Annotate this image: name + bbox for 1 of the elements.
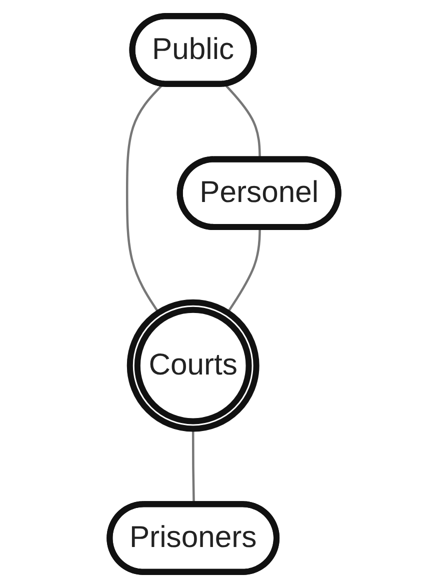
node-circle: Courts [126,298,260,432]
